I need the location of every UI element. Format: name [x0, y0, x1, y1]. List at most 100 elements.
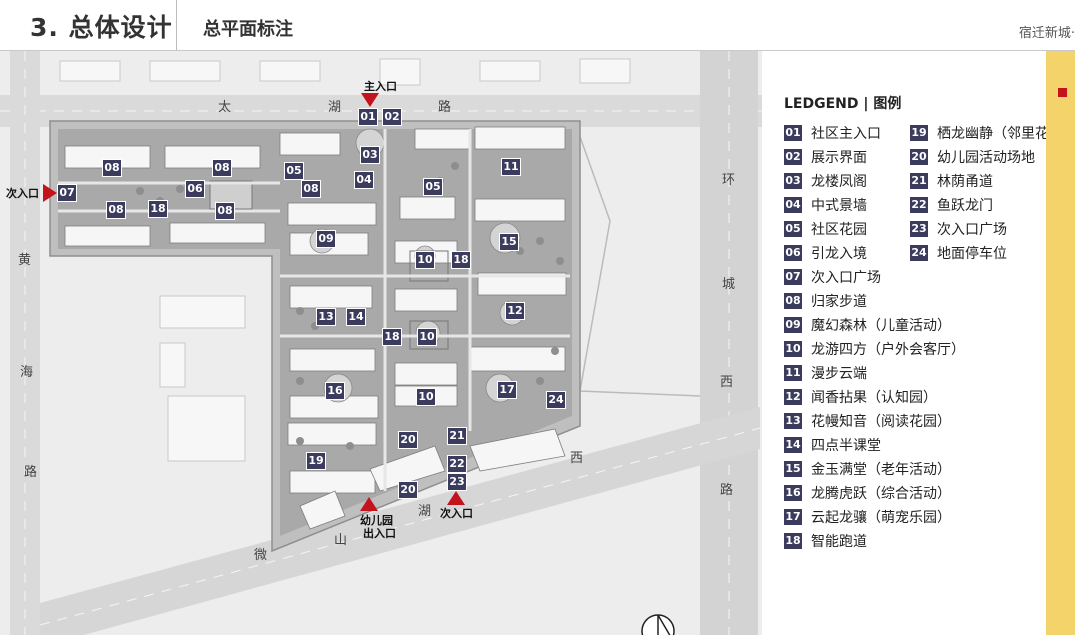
marker-11: 11 — [501, 158, 521, 176]
legend-number: 24 — [910, 245, 928, 261]
legend-label: 引龙入境 — [811, 246, 867, 262]
legend-number: 21 — [910, 173, 928, 189]
marker-17: 17 — [497, 381, 517, 399]
marker-08-e: 08 — [215, 202, 235, 220]
marker-12: 12 — [505, 302, 525, 320]
page-subtitle: 总平面标注 — [203, 19, 293, 40]
legend-number: 11 — [784, 365, 802, 381]
marker-19: 19 — [306, 452, 326, 470]
legend-label: 魔幻森林（儿童活动） — [811, 318, 951, 334]
legend-label: 次入口广场 — [937, 222, 1007, 238]
compass-icon — [641, 614, 675, 635]
legend-label: 漫步云端 — [811, 366, 867, 382]
legend-label: 花幔知音（阅读花园） — [811, 414, 951, 430]
marker-18-b: 18 — [451, 251, 471, 269]
site-plan: 太 湖 路 黄 海 路 环 城 西 路 西 湖 山 微 主入口 次入口 次入口 … — [0, 51, 762, 635]
road-label-east-1: 环 — [722, 173, 736, 188]
legend-number: 19 — [910, 125, 928, 141]
legend-item: 19 栖龙幽静（邻里花园） — [910, 121, 1075, 145]
kindergarten-entrance-label-2: 出入口 — [363, 527, 396, 540]
legend-label: 地面停车位 — [937, 246, 1007, 262]
legend-label: 鱼跃龙门 — [937, 198, 993, 214]
marker-18-a: 18 — [148, 200, 168, 218]
road-label-west-1: 黄 — [18, 253, 32, 268]
marker-08-b: 08 — [212, 159, 232, 177]
legend-number: 17 — [784, 509, 802, 525]
marker-21: 21 — [447, 427, 467, 445]
legend-number: 13 — [784, 413, 802, 429]
legend-number: 07 — [784, 269, 802, 285]
legend-label: 龙腾虎跃（综合活动） — [811, 486, 951, 502]
legend-label: 展示界面 — [811, 150, 867, 166]
header-bar: 3. 总体设计 总平面标注 宿迁新城· — [0, 0, 1075, 51]
west-entrance-arrow — [43, 184, 57, 202]
legend-number: 15 — [784, 461, 802, 477]
legend-number: 04 — [784, 197, 802, 213]
legend-number: 01 — [784, 125, 802, 141]
south-entrance-label: 次入口 — [440, 507, 473, 520]
side-accent-band — [1046, 51, 1075, 635]
road-label-east-2: 城 — [722, 277, 736, 292]
legend-number: 16 — [784, 485, 802, 501]
legend-item: 08 归家步道 — [784, 289, 965, 313]
road-label-north-1: 太 — [218, 100, 232, 115]
legend-label: 龙楼凤阁 — [811, 174, 867, 190]
marker-23: 23 — [447, 473, 467, 491]
road-label-north-2: 湖 — [328, 100, 342, 115]
legend-number: 10 — [784, 341, 802, 357]
marker-15: 15 — [499, 233, 519, 251]
marker-03: 03 — [360, 146, 380, 164]
marker-18-c: 18 — [382, 328, 402, 346]
legend-number: 23 — [910, 221, 928, 237]
side-red-marker — [1058, 88, 1067, 97]
road-label-west-2: 海 — [20, 365, 34, 380]
marker-14: 14 — [346, 308, 366, 326]
marker-06: 06 — [185, 180, 205, 198]
header-divider — [176, 0, 177, 50]
marker-09: 09 — [316, 230, 336, 248]
legend-label: 中式景墙 — [811, 198, 867, 214]
legend-item: 21 林荫甬道 — [910, 169, 1075, 193]
legend-title: LEDGEND | 图例 — [784, 96, 902, 112]
marker-05-east: 05 — [423, 178, 443, 196]
legend-label: 金玉满堂（老年活动） — [811, 462, 951, 478]
legend-label: 林荫甬道 — [937, 174, 993, 190]
legend-number: 18 — [784, 533, 802, 549]
legend-label: 次入口广场 — [811, 270, 881, 286]
marker-07: 07 — [57, 184, 77, 202]
section-title: 3. 总体设计 — [30, 13, 173, 42]
road-label-south-3: 山 — [334, 533, 348, 548]
legend-label: 龙游四方（户外会客厅） — [811, 342, 965, 358]
marker-05-west: 05 — [284, 162, 304, 180]
marker-10-c: 10 — [416, 388, 436, 406]
legend-number: 05 — [784, 221, 802, 237]
legend-number: 20 — [910, 149, 928, 165]
legend-item: 07 次入口广场 — [784, 265, 965, 289]
legend-item: 13 花幔知音（阅读花园） — [784, 409, 965, 433]
legend-label: 归家步道 — [811, 294, 867, 310]
marker-08-d: 08 — [106, 201, 126, 219]
marker-08-c: 08 — [301, 180, 321, 198]
legend-label: 栖龙幽静（邻里花园） — [937, 126, 1075, 142]
site-plan-drawing — [0, 51, 762, 635]
legend-number: 08 — [784, 293, 802, 309]
legend-item: 23 次入口广场 — [910, 217, 1075, 241]
legend-item: 16 龙腾虎跃（综合活动） — [784, 481, 965, 505]
legend-item: 04 中式景墙 — [784, 193, 965, 217]
kindergarten-entrance-label-1: 幼儿园 — [360, 514, 393, 527]
road-label-east-3: 西 — [720, 375, 734, 390]
road-label-south-4: 微 — [254, 548, 268, 563]
marker-02: 02 — [382, 108, 402, 126]
main-entrance-arrow — [361, 93, 379, 107]
